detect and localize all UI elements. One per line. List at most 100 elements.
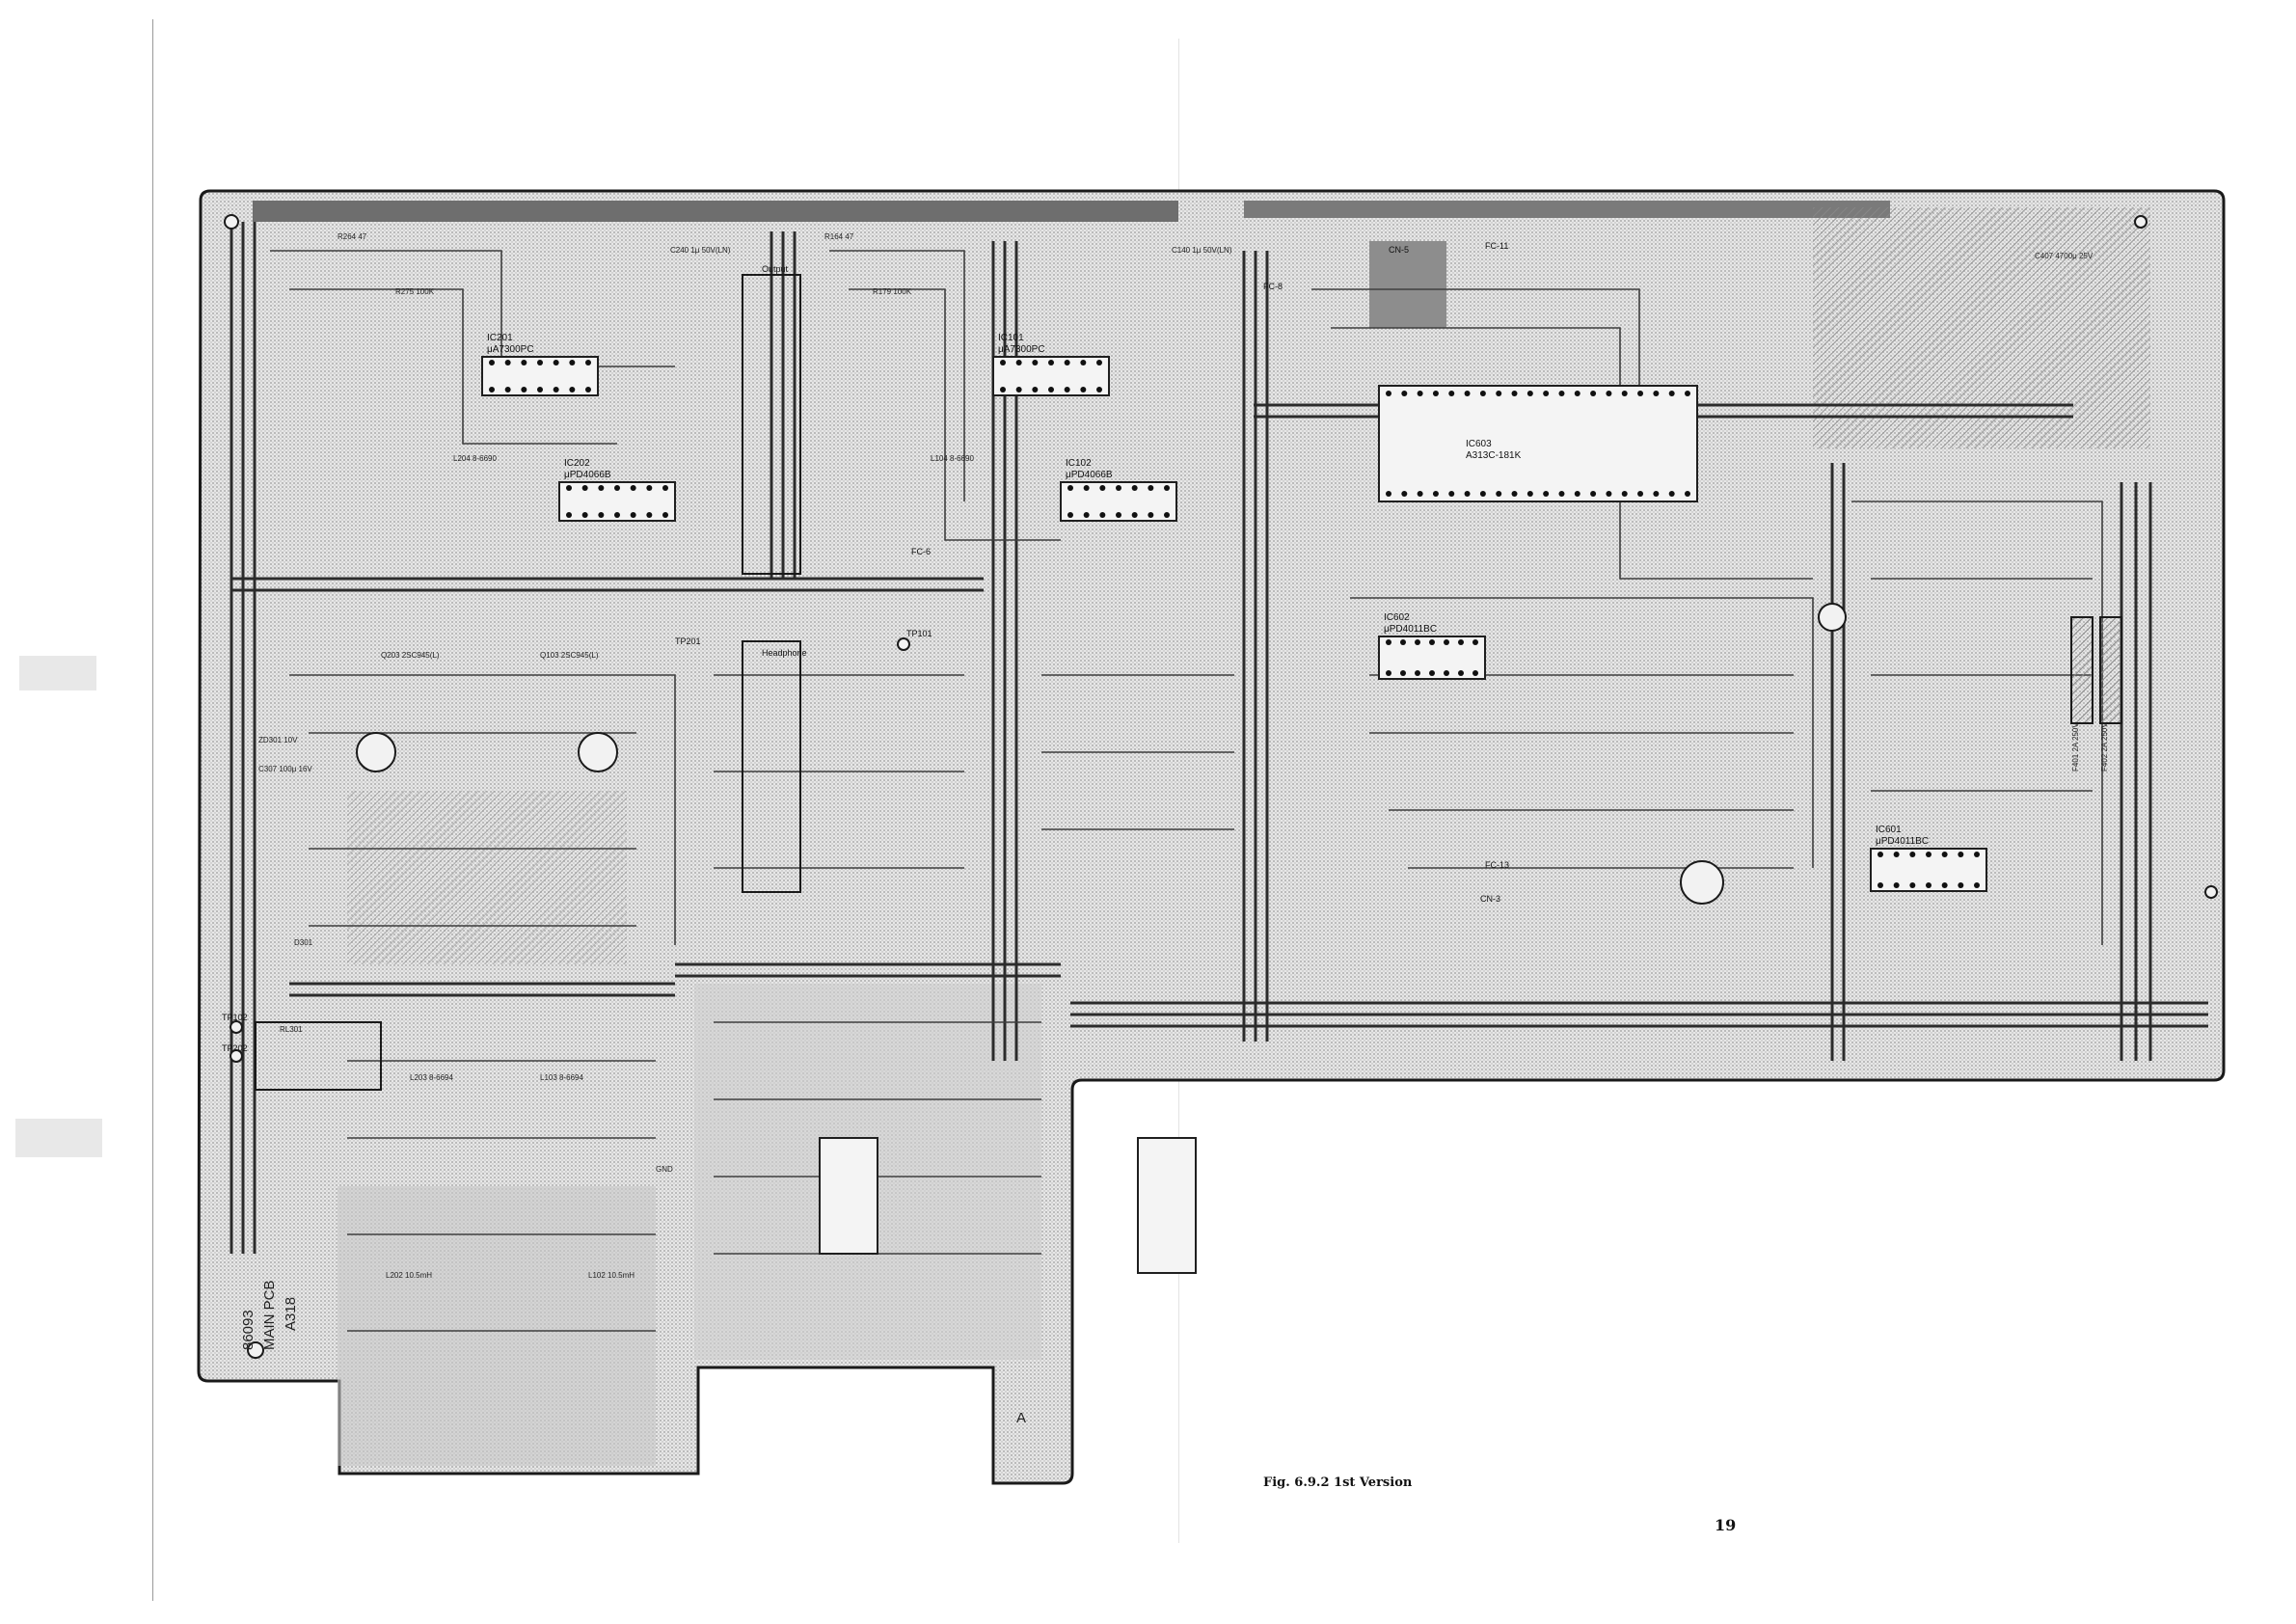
test-point-label: TP101 [906,629,932,638]
solder-pad [1064,387,1070,392]
solder-pad [1511,391,1518,396]
solder-pad [1893,882,1900,888]
solder-pad [521,387,527,392]
ic-ref-label: IC101 [998,333,1024,343]
solder-pad [581,512,588,518]
solder-pad [1621,491,1628,497]
component-label: Q103 2SC945(L) [540,651,599,660]
connector-label-group: FC-6FC-8FC-11FC-13CN-3CN-5HeadphoneOutpu… [762,241,1509,904]
solder-pad [1067,512,1073,518]
copper-pour [1244,201,1890,218]
solder-pad [662,485,668,491]
solder-pad [1511,491,1518,497]
solder-pad [1479,391,1486,396]
solder-pad [585,360,591,365]
component-label: C240 1μ 50V(LN) [670,246,731,255]
component-label: L104 8-6690 [931,454,974,463]
component-label: C307 100μ 16V [258,765,312,773]
test-point-label: TP202 [222,1043,248,1053]
solder-pad [1590,491,1597,497]
solder-pad [1386,639,1391,645]
solder-pad [569,387,576,392]
ic-ref-label: IC601 [1876,825,1902,835]
solder-pad [1574,391,1580,396]
solder-pad [1131,485,1138,491]
solder-pad [1116,485,1121,491]
solder-pad [1032,360,1039,365]
mounting-hole [2204,885,2218,899]
test-point-label: TP201 [675,636,701,646]
ic-footprint [819,1137,878,1255]
solder-pad [1448,491,1455,497]
board-id-label: 86093 [240,1310,257,1350]
component-label: RL301 [280,1025,303,1034]
board-name-label: MAIN PCB [261,1280,278,1350]
connector-label: Headphone [762,648,807,658]
connector-label: FC-6 [911,547,931,556]
output-connector-footprint [742,274,801,575]
test-point [230,1049,243,1063]
connector-label: Output [762,264,789,274]
ic-label-group: IC201μA7300PCIC202μPD4066BIC101μA7300PCI… [487,333,1929,847]
solder-pad [1099,512,1106,518]
solder-pad [1000,360,1006,365]
solder-pad [1116,512,1121,518]
solder-pad [1526,391,1533,396]
fuse [2070,616,2093,724]
solder-pad [1893,852,1900,857]
ic-ref-label: IC102 [1066,458,1092,469]
capacitor-footprint [578,732,618,772]
solder-pad [1496,391,1502,396]
connector-label: FC-13 [1485,860,1509,870]
figure-caption: Fig. 6.9.2 1st Version [1263,1475,1413,1490]
solder-pad [1015,387,1022,392]
capacitor-footprint [1818,603,1847,632]
solder-pad [1606,391,1612,396]
copper-pour [338,1186,656,1466]
solder-pad [1444,670,1449,676]
solder-pad [1621,391,1628,396]
solder-pad [1574,491,1580,497]
solder-pad [1668,391,1675,396]
solder-pad [630,485,636,491]
fuse-holders [2070,616,2122,724]
solder-pad [1064,360,1070,365]
component-label: F402 2A 250V [2100,722,2109,771]
solder-pad [1131,512,1138,518]
solder-pad [1909,852,1916,857]
ic-part-label: μA7300PC [487,344,534,355]
solder-pad [1974,882,1980,888]
mounting-hole [2134,215,2147,229]
solder-pad [1926,882,1931,888]
solder-pad [1096,387,1102,392]
solder-pad [1685,391,1690,396]
solder-pad [553,360,559,365]
solder-pad [1432,491,1439,497]
copper-pour [253,201,1178,222]
solder-pad [1526,491,1533,497]
component-label: L102 10.5mH [588,1271,635,1280]
test-point [230,1020,243,1034]
ic-footprint [1378,385,1698,502]
solder-pad [646,485,653,491]
fuse [2099,616,2122,724]
solder-pad [1400,639,1406,645]
component-label: L103 8-6694 [540,1073,583,1082]
solder-pad [646,512,653,518]
fine-traces [270,250,2103,1332]
ic-part-label: μPD4011BC [1384,624,1437,635]
solder-pad [614,485,620,491]
solder-pad [585,387,591,392]
solder-pad [1415,639,1420,645]
component-label: ZD301 10V [258,736,298,744]
solder-pad [489,360,495,365]
solder-pad [1386,391,1391,396]
solder-pad [489,387,495,392]
solder-pad [1444,639,1449,645]
solder-pad [614,512,620,518]
solder-pad [1941,882,1948,888]
solder-pad [1653,391,1660,396]
solder-pad [1417,391,1423,396]
